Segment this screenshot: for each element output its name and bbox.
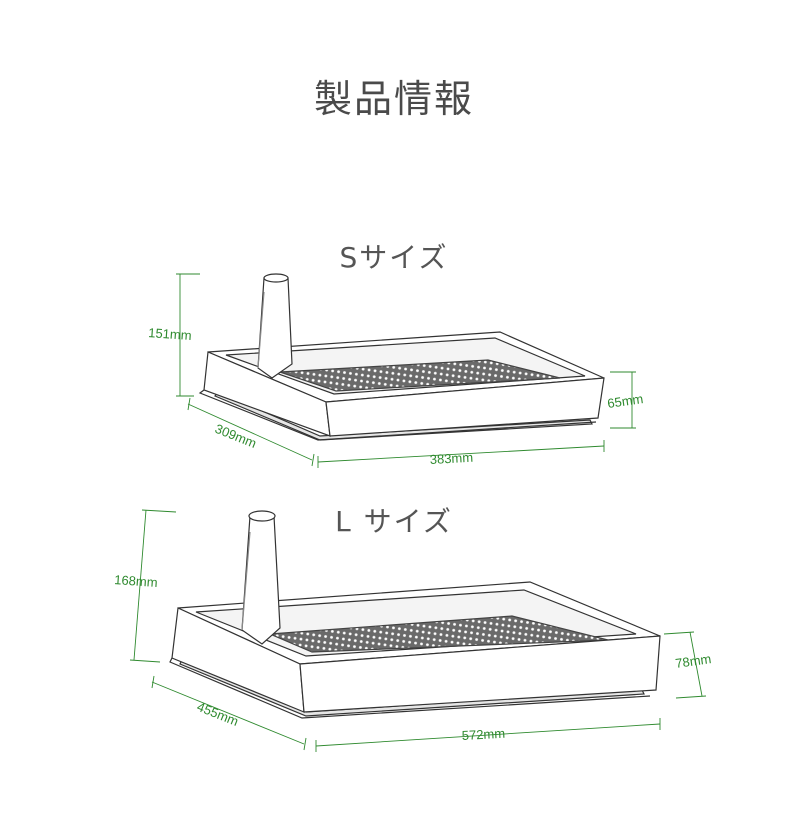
dim-height-l: 168mm <box>114 572 158 590</box>
tray-drawing-l <box>169 510 661 719</box>
dim-width-l: 572mm <box>461 726 505 743</box>
page-title: 製品情報 <box>313 77 474 121</box>
dim-tray-height-l: 78mm <box>674 651 712 671</box>
dim-depth-l: 455mm <box>195 699 241 729</box>
dim-height-s: 151mm <box>148 325 192 343</box>
size-label-s: Sサイズ <box>339 241 449 274</box>
tray-drawing-s <box>198 273 605 441</box>
dimension-lines-s <box>176 273 636 468</box>
dimension-lines-l <box>129 509 707 752</box>
dim-width-s: 383mm <box>429 450 473 467</box>
size-label-l: L サイズ <box>335 505 453 538</box>
dim-tray-height-s: 65mm <box>606 391 644 411</box>
